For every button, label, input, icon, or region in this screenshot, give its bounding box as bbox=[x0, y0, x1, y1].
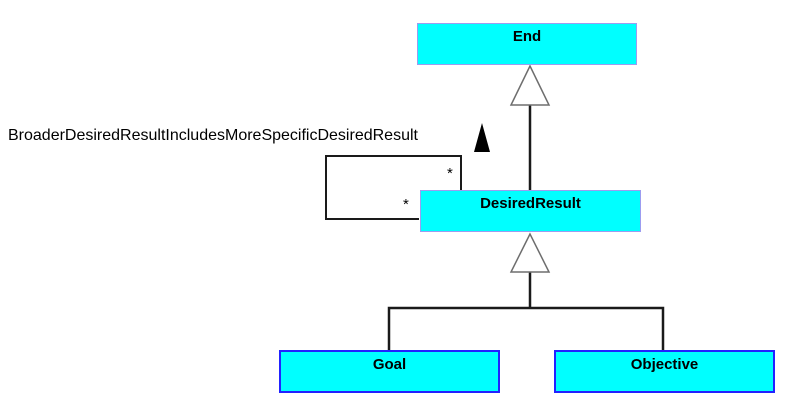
generalization-triangle-icon-desiredresult bbox=[509, 232, 551, 273]
association-name-label: BroaderDesiredResultIncludesMoreSpecific… bbox=[8, 127, 418, 144]
class-name-goal: Goal bbox=[372, 356, 407, 373]
class-name-objective: Objective bbox=[630, 356, 699, 373]
class-name-desired-result: DesiredResult bbox=[480, 195, 581, 212]
multiplicity-source: * bbox=[403, 196, 409, 213]
generalization-triangle-icon-end bbox=[509, 64, 551, 106]
class-box-end: End bbox=[417, 23, 637, 65]
self-association-loop bbox=[325, 155, 462, 220]
class-box-desired-result: DesiredResult bbox=[420, 190, 641, 232]
tree-connector-goal-objective bbox=[387, 306, 665, 351]
class-box-goal: Goal bbox=[279, 350, 500, 393]
class-name-end: End bbox=[512, 28, 542, 45]
class-box-objective: Objective bbox=[554, 350, 775, 393]
multiplicity-target: * bbox=[447, 165, 453, 182]
reading-direction-up-icon bbox=[474, 123, 490, 152]
